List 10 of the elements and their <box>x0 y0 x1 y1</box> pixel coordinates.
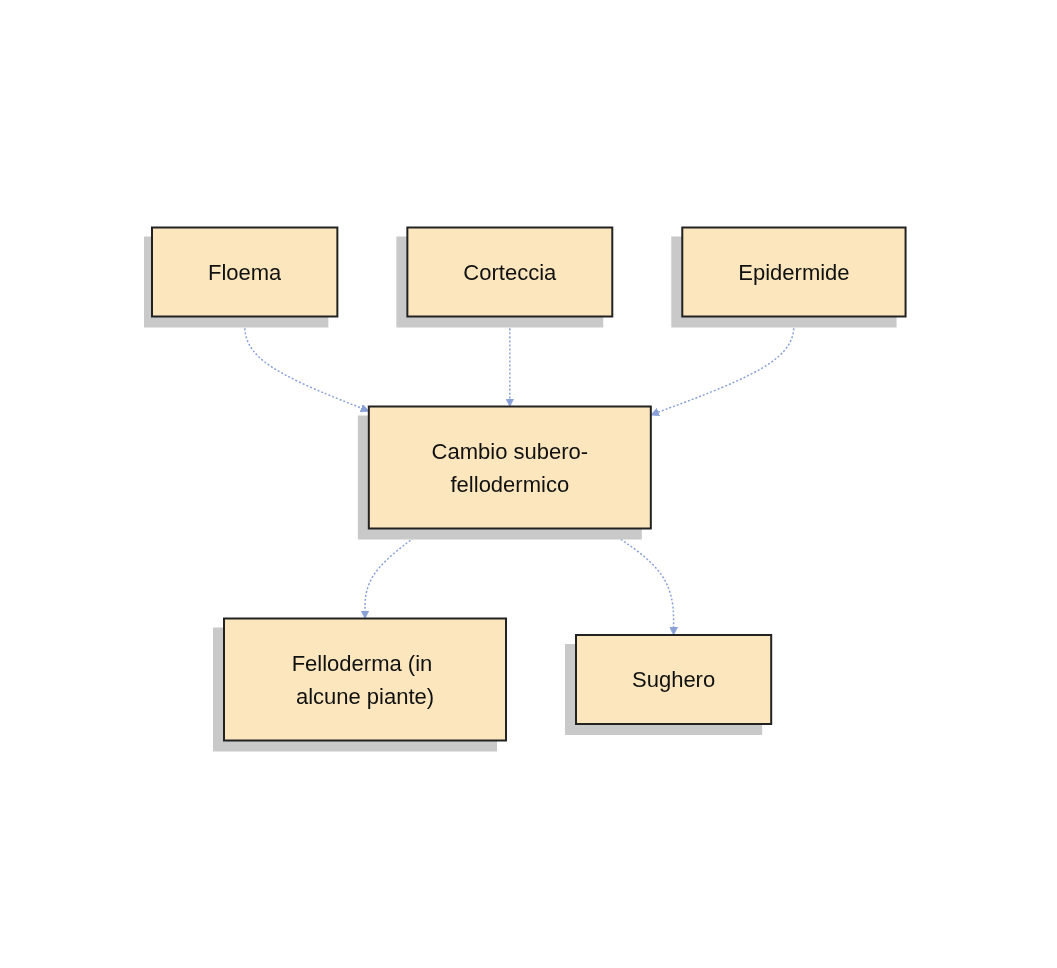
node-box: Sughero <box>574 634 772 725</box>
arrow <box>243 315 369 413</box>
node-box: Felloderma (in alcune piante) <box>222 617 507 742</box>
arrow <box>505 315 514 407</box>
node-box: Epidermide <box>681 226 907 318</box>
node-box: Floema <box>150 226 339 318</box>
arrow <box>360 527 427 619</box>
node-box: Cambio subero-fellodermico <box>367 405 652 530</box>
arrow <box>650 315 795 417</box>
node-box: Corteccia <box>406 226 613 318</box>
